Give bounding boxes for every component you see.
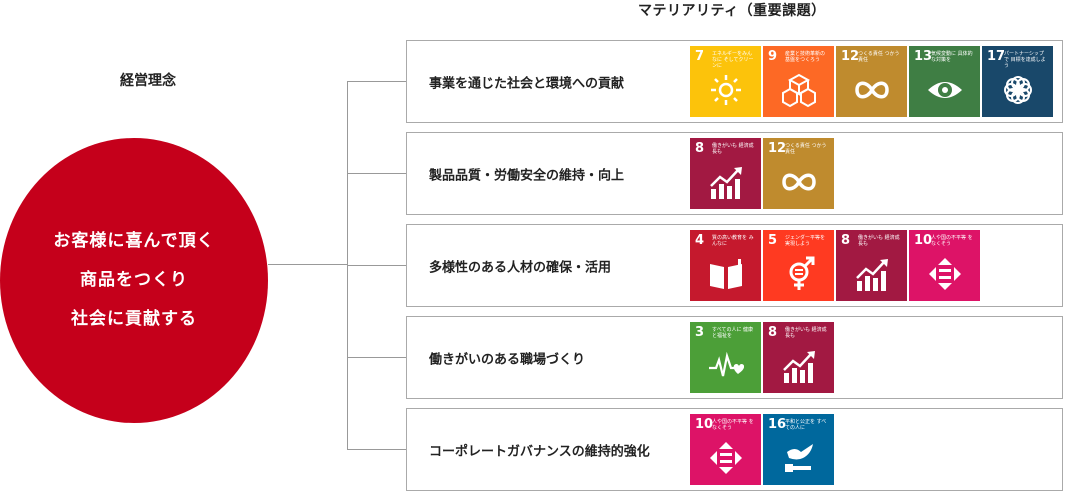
sdg-goal-number: 3 <box>695 325 705 340</box>
sdg-goal-number: 9 <box>768 49 778 64</box>
sdg-goal-text: 平和と公正を すべての人に <box>785 419 827 431</box>
sdg-goal-text: すべての人に 健康と福祉を <box>712 327 754 339</box>
sdg-goal-number: 7 <box>695 49 705 64</box>
growth-chart-icon <box>856 259 888 291</box>
sdg-goal-number: 17 <box>987 49 1006 64</box>
infinity-icon <box>782 173 816 191</box>
materiality-label: 働きがいのある職場づくり <box>429 352 586 367</box>
connector-branch-2 <box>347 173 406 174</box>
connector-branch-4 <box>347 357 406 358</box>
sdg-goal-number: 12 <box>841 49 860 64</box>
sdg-goal-7-tile: 7 エネルギーをみんなに そしてクリーンに <box>690 46 761 117</box>
dove-icon <box>785 444 813 472</box>
materiality-title: マテリアリティ（重要課題） <box>638 3 826 19</box>
materiality-box-1: 事業を通じた社会と環境への貢献 7 エネルギーをみんなに そしてクリーンに 9 産業と技… <box>406 40 1063 123</box>
sdg-icon-group: 3 すべての人に 健康と福祉を 8 働きがいも 経済成長も <box>690 322 834 393</box>
philosophy-line-3: 社会に貢献する <box>71 309 197 329</box>
sdg-goal-3-tile: 3 すべての人に 健康と福祉を <box>690 322 761 393</box>
flower-icon <box>1004 76 1032 104</box>
sdg-goal-text: 気候変動に 具体的な対策を <box>931 51 973 63</box>
sdg-goal-number: 8 <box>695 141 705 156</box>
sdg-goal-number: 12 <box>768 141 787 156</box>
sdg-goal-text: 人や国の不平等 をなくそう <box>931 235 973 247</box>
materiality-label: 多様性のある人材の確保・活用 <box>429 260 612 275</box>
sdg-goal-text: 人や国の不平等 をなくそう <box>712 419 754 431</box>
sdg-goal-text: エネルギーをみんなに そしてクリーンに <box>712 51 754 69</box>
sdg-goal-text: 働きがいも 経済成長も <box>785 327 827 339</box>
connector-branch-3 <box>347 265 406 266</box>
heartbeat-icon <box>709 351 744 377</box>
gender-icon <box>789 256 815 290</box>
sdg-icon-group: 4 質の高い教育を みんなに 5 ジェンダー平等を 実現しよう 8 働きがいも 経済成長も… <box>690 230 980 301</box>
sdg-goal-number: 8 <box>768 325 778 340</box>
sdg-goal-4-tile: 4 質の高い教育を みんなに <box>690 230 761 301</box>
infinity-icon <box>855 81 889 99</box>
sun-icon <box>711 75 741 105</box>
materiality-box-3: 多様性のある人材の確保・活用 4 質の高い教育を みんなに 5 ジェンダー平等を 実現し… <box>406 224 1063 307</box>
sdg-goal-text: つくる責任 つかう責任 <box>858 51 900 63</box>
connector-trunk-horizontal <box>268 264 348 265</box>
sdg-goal-text: 産業と技術革新の 基盤をつくろう <box>785 51 826 63</box>
philosophy-line-2: 商品をつくり <box>80 270 188 290</box>
connector-branch-1 <box>347 81 406 82</box>
sdg-goal-text: 質の高い教育を みんなに <box>712 235 754 247</box>
growth-chart-icon <box>710 167 742 199</box>
sdg-goal-text: 働きがいも 経済成長も <box>858 235 900 247</box>
philosophy-title: 経営理念 <box>120 73 176 89</box>
sdg-goal-number: 8 <box>841 233 851 248</box>
sdg-goal-number: 13 <box>914 49 933 64</box>
philosophy-circle: お客様に喜んで頂く 商品をつくり 社会に貢献する <box>0 138 268 423</box>
sdg-goal-text: 働きがいも 経済成長も <box>712 143 754 155</box>
sdg-goal-text: ジェンダー平等を 実現しよう <box>785 235 826 247</box>
sdg-goal-number: 10 <box>914 233 933 248</box>
sdg-goal-8-tile: 8 働きがいも 経済成長も <box>690 138 761 209</box>
sdg-goal-9-tile: 9 産業と技術革新の 基盤をつくろう <box>763 46 834 117</box>
materiality-box-4: 働きがいのある職場づくり 3 すべての人に 健康と福祉を 8 働きがいも 経済成長も <box>406 316 1063 399</box>
sdg-goal-5-tile: 5 ジェンダー平等を 実現しよう <box>763 230 834 301</box>
sdg-goal-8-tile: 8 働きがいも 経済成長も <box>836 230 907 301</box>
equality-icon <box>929 258 961 290</box>
sdg-goal-number: 5 <box>768 233 778 248</box>
sdg-goal-number: 4 <box>695 233 705 248</box>
equality-icon <box>710 442 742 474</box>
cubes-icon <box>782 73 816 108</box>
materiality-label: 製品品質・労働安全の維持・向上 <box>429 168 625 183</box>
sdg-goal-8-tile: 8 働きがいも 経済成長も <box>763 322 834 393</box>
connector-branch-5 <box>347 449 406 450</box>
philosophy-line-1: お客様に喜んで頂く <box>53 231 215 251</box>
materiality-label: 事業を通じた社会と環境への貢献 <box>429 76 625 91</box>
eye-globe-icon <box>928 82 962 98</box>
growth-chart-icon <box>783 351 815 383</box>
sdg-goal-number: 16 <box>768 417 787 432</box>
sdg-goal-number: 10 <box>695 417 714 432</box>
book-icon <box>710 259 742 289</box>
sdg-goal-text: パートナーシップで 目標を達成しよう <box>1004 51 1046 69</box>
sdg-goal-text: つくる責任 つかう責任 <box>785 143 827 155</box>
materiality-label: コーポレートガバナンスの維持的強化 <box>429 444 650 459</box>
